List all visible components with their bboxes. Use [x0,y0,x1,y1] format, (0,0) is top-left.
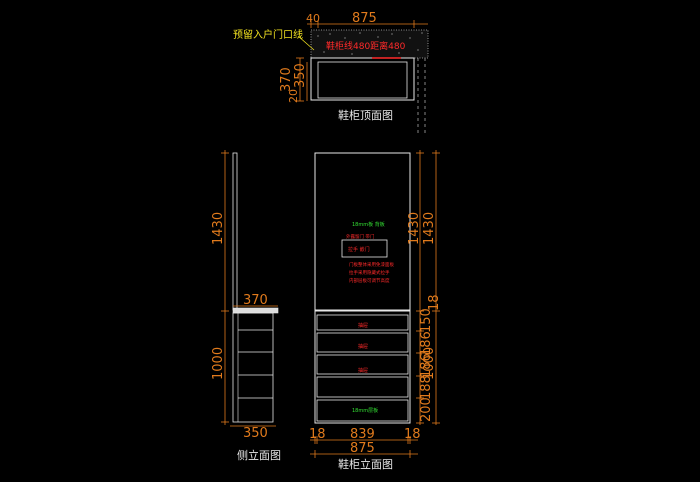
front-dim-lower-height: 1000 [422,347,437,380]
upper-red-line-2: 拉手采用隐藏式拉手 [349,269,390,276]
front-dim-total-width: 875 [350,441,375,456]
side-countertop [232,307,279,314]
drawer-label-1: 抽屉 [358,322,368,329]
upper-green-label: 18mm板 背板 [352,221,385,228]
front-dim-drawer-150: 150 [419,308,434,333]
top-view-caption: 鞋柜顶面图 [338,108,393,122]
front-dim-panel-right: 18 [404,427,421,442]
front-dim-side-18: 18 [427,294,442,311]
dim-top-offset: 40 [306,12,320,25]
side-upper-panel [232,152,238,311]
side-dim-upper-height: 1430 [211,212,226,245]
drawer-label-2: 抽屉 [358,343,368,350]
reserve-leader [297,35,315,51]
top-view-cabinet-inner [317,61,408,99]
front-dim-drawer-200: 200 [419,397,434,422]
upper-red-line-1: 门板整体采用免漆面板 [349,261,394,268]
front-drawer-5 [316,399,409,422]
front-dim-inner-width: 839 [350,427,375,442]
front-dim-drawer-186a: 186 [419,331,434,356]
side-view: 1430 1000 370 350 侧立面图 [211,150,281,462]
drawer-label-3: 抽屉 [358,367,368,374]
upper-red-small: 外露留门 带门 [346,233,375,240]
dim-top-inner: 350 [293,63,308,88]
bottom-green-label: 18mm层板 [352,407,378,414]
side-dim-top-depth: 370 [243,293,268,308]
front-dim-inner-upper: 1430 [407,212,422,245]
front-drawer-4 [316,376,409,398]
front-dim-panel-left: 18 [309,427,326,442]
upper-red-line-3: 内部层板可调节高度 [349,277,390,284]
front-lower-body [314,310,411,424]
front-view: 18mm板 背板 外露留门 带门 拉手 嵌门 门板整体采用免漆面板 拉手采用隐藏… [309,150,442,471]
front-drawer-1 [316,314,409,331]
dim-top-width: 875 [352,11,377,26]
front-dim-drawer-188: 188 [419,375,434,400]
reserve-door-line-label: 预留入户门口线 [233,28,303,41]
dim-top-depth: 370 [279,67,294,92]
reserve-speckle-pattern [317,32,423,55]
top-view-cabinet-outer [310,57,415,101]
side-dim-lower-height: 1000 [211,347,226,380]
front-dim-upper-height: 1430 [422,212,437,245]
dim-top-gap: 20 [287,89,300,103]
front-drawer-2 [316,332,409,353]
top-view: 40 875 预留入户门口线 鞋柜线480距离480 370 20 350 鞋柜… [233,11,429,134]
side-lower-body [232,312,274,423]
front-view-caption: 鞋柜立面图 [338,457,393,471]
front-dim-drawer-186b: 186 [419,353,434,378]
front-upper-door [314,152,411,311]
side-view-caption: 侧立面图 [237,448,281,462]
upper-box-label: 拉手 嵌门 [348,246,370,253]
side-dim-bottom-depth: 350 [243,426,268,441]
top-view-reserve-area [310,29,429,59]
upper-handle-box [341,239,388,258]
shoe-cabinet-distance-label: 鞋柜线480距离480 [326,40,406,52]
front-drawer-3 [316,354,409,375]
